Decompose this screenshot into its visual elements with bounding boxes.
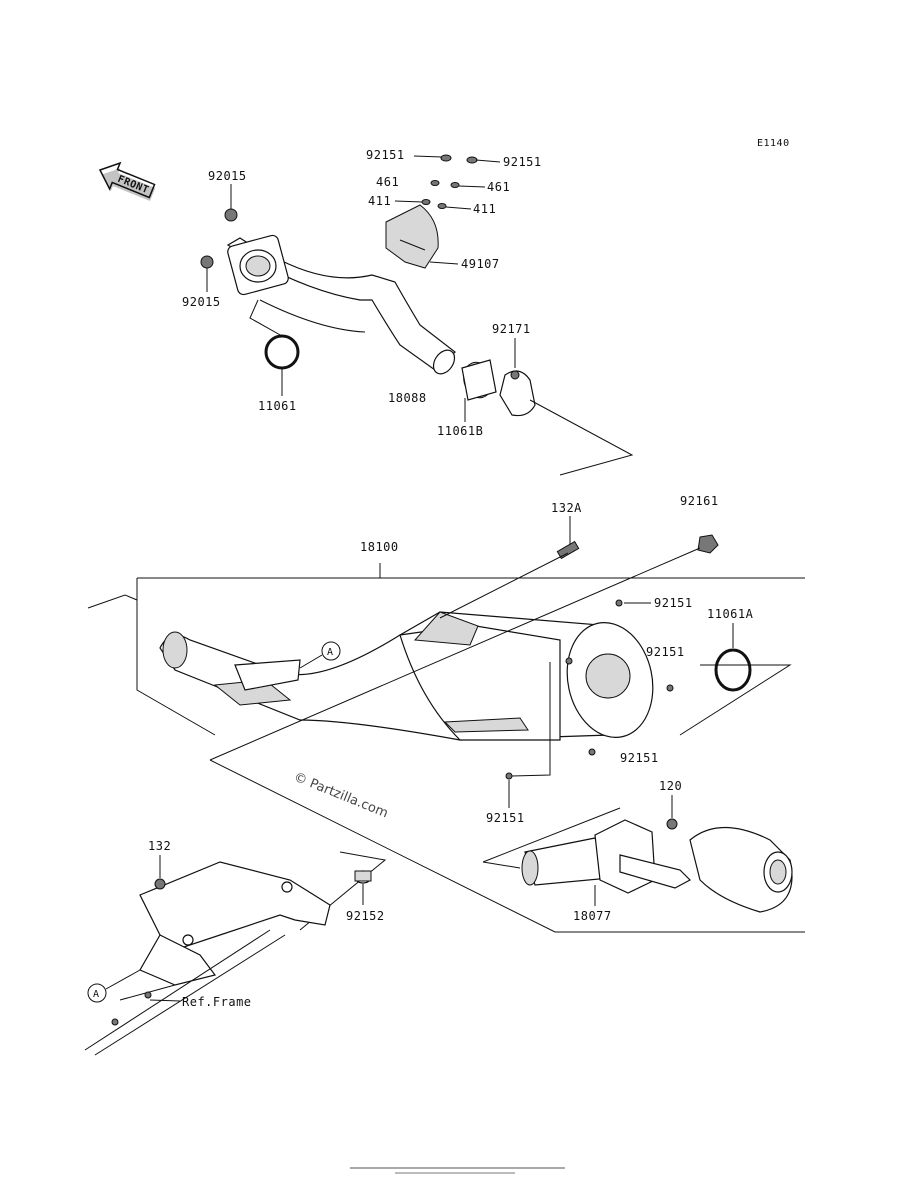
label-411-a: 411 <box>368 194 391 208</box>
clamp-92171 <box>499 370 536 417</box>
bolt-120 <box>666 818 678 830</box>
label-11061A: 11061A <box>707 607 754 621</box>
bolt-132A <box>556 540 580 560</box>
label-120: 120 <box>659 779 682 793</box>
label-92151-e: 92151 <box>620 751 659 765</box>
exhaust-flange <box>227 234 289 296</box>
svg-text:A: A <box>93 989 100 1000</box>
heat-guard-49107 <box>385 204 439 269</box>
nut-92161 <box>697 534 719 554</box>
label-18088: 18088 <box>388 391 427 405</box>
label-411-b: 411 <box>473 202 496 216</box>
label-132A: 132A <box>551 501 582 515</box>
nut-92015-a <box>224 208 238 222</box>
label-92151-b: 92151 <box>503 155 542 169</box>
label-92171: 92171 <box>492 322 531 336</box>
label-ref-frame: Ref.Frame <box>182 995 252 1009</box>
label-92151-f: 92151 <box>486 811 525 825</box>
gasket-11061A <box>714 648 752 692</box>
footer-copyright-line <box>350 1167 565 1169</box>
collar-92152 <box>354 870 372 884</box>
label-49107: 49107 <box>461 257 500 271</box>
label-92151-a: 92151 <box>366 148 405 162</box>
label-92015-b: 92015 <box>182 295 221 309</box>
label-92161: 92161 <box>680 494 719 508</box>
label-18100: 18100 <box>360 540 399 554</box>
end-cap-cover <box>689 826 793 913</box>
bolt-132 <box>154 878 166 890</box>
label-11061: 11061 <box>258 399 297 413</box>
muffler-18100 <box>159 611 654 741</box>
nut-92015-b <box>200 255 214 269</box>
label-92152: 92152 <box>346 909 385 923</box>
diagram-code: E1140 <box>757 138 790 149</box>
frame-bracket <box>84 861 331 1056</box>
spark-arrestor-18077 <box>521 819 691 894</box>
label-132: 132 <box>148 839 171 853</box>
label-461-a: 461 <box>376 175 399 189</box>
label-11061B: 11061B <box>437 424 483 438</box>
ref-a-circle-1: A <box>321 641 341 661</box>
gasket-11061B <box>461 359 497 401</box>
label-92015-a: 92015 <box>208 169 247 183</box>
footer-copyright-line-2 <box>395 1172 515 1174</box>
label-18077: 18077 <box>573 909 612 923</box>
gasket-11061 <box>264 334 300 370</box>
ref-a-circle-2: A <box>87 983 107 1003</box>
label-461-b: 461 <box>487 180 510 194</box>
svg-text:A: A <box>327 647 334 658</box>
front-arrow-icon: FRONT <box>98 161 156 201</box>
watermark: © Partzilla.com <box>292 770 391 821</box>
label-92151-c: 92151 <box>654 596 693 610</box>
label-92151-d: 92151 <box>646 645 685 659</box>
